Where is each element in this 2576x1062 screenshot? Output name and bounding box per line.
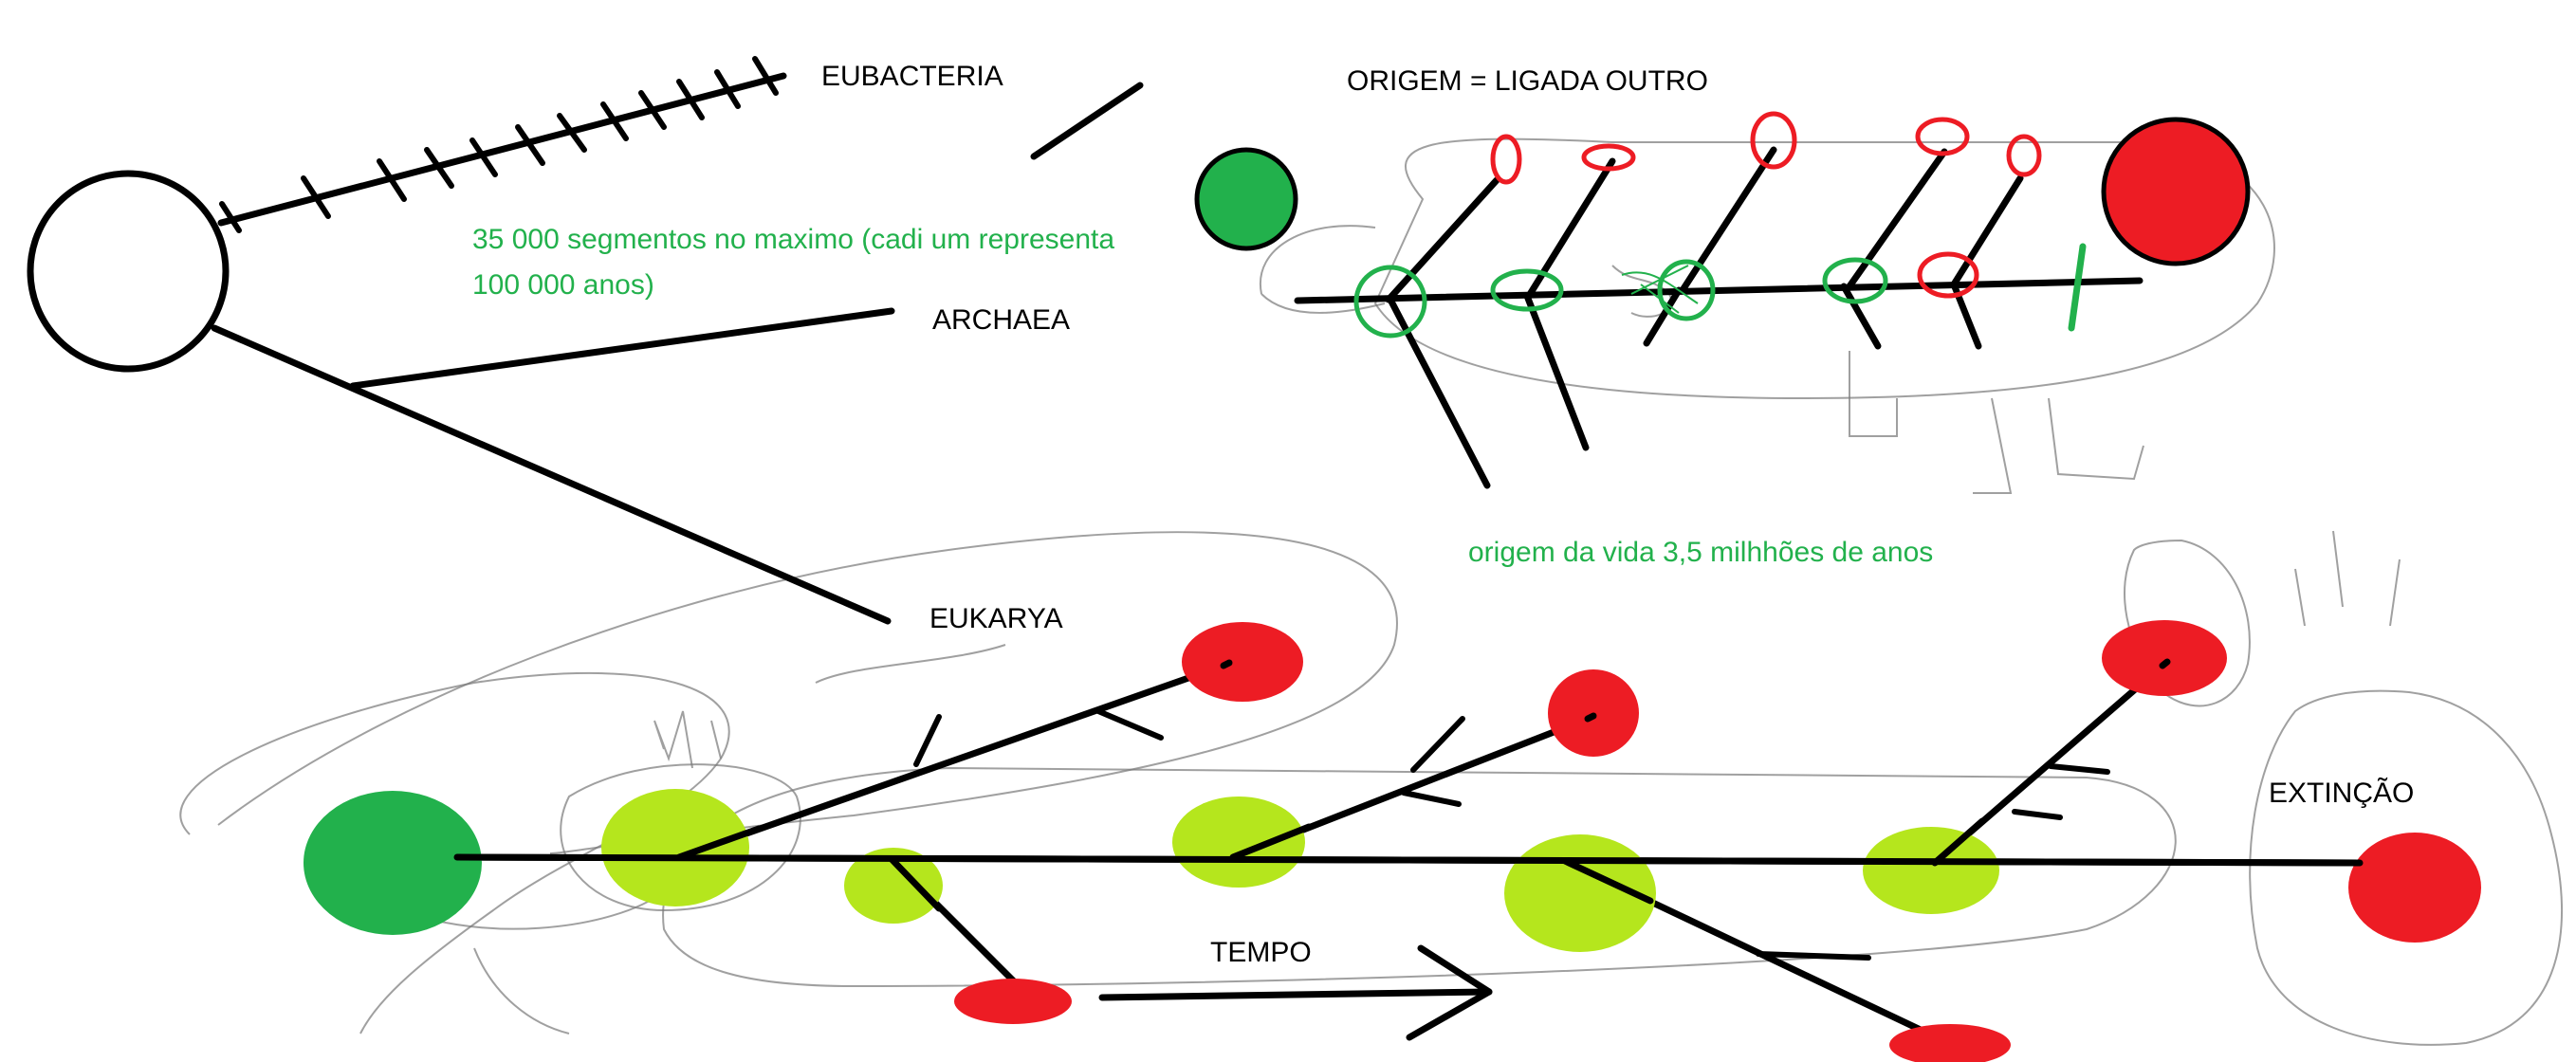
origin-node-rings <box>1353 257 1888 339</box>
eukarya-branch <box>211 324 892 625</box>
origin-title: ORIGEM = LIGADA OUTRO <box>1347 65 1708 97</box>
divider-stroke <box>1030 82 1144 160</box>
origin-end-dot <box>2101 117 2251 266</box>
timeline-axis-overlay <box>453 853 2364 867</box>
origin-extinction-rings <box>1490 111 2042 299</box>
extinction-label: EXTINÇÃO <box>2269 777 2414 809</box>
origin-start-dot <box>1194 147 1298 251</box>
eubacteria-branch <box>217 72 787 227</box>
life-origin-note: origem da vida 3,5 milhhões de anos <box>1468 537 1933 568</box>
time-arrow <box>1098 944 1493 1041</box>
timeline-branch-ticks <box>913 708 2110 961</box>
segments-note-line2: 100 000 anos) <box>472 269 654 301</box>
origin-lower-branches <box>1387 281 1982 489</box>
common-ancestor-circle <box>27 170 230 373</box>
tree-of-life: EUBACTERIA ARCHAEA EUKARYA 35 000 segmen… <box>27 56 1144 634</box>
origin-green-scribble <box>1621 265 1699 314</box>
pencil-scribbles <box>179 137 2564 1046</box>
origin-diagram: ORIGEM = LIGADA OUTRO <box>1194 65 2251 568</box>
origin-green-tick <box>2068 243 2087 332</box>
eubacteria-label: EUBACTERIA <box>821 61 1003 92</box>
timeline-branch-roots <box>675 817 1986 912</box>
archaea-branch <box>349 307 895 390</box>
evolution-timeline: TEMPO EXTINÇÃO <box>304 620 2481 1062</box>
time-label: TEMPO <box>1210 937 1312 968</box>
eubacteria-ticks <box>219 56 779 233</box>
timeline-tip-marks <box>1220 658 2171 723</box>
origin-main-line <box>1294 277 2144 304</box>
timeline-extinction-dot <box>2348 833 2481 943</box>
timeline-origin-dot <box>304 791 482 935</box>
origin-upper-branches <box>1385 146 2024 303</box>
segments-note-line1: 35 000 segmentos no maximo (cadi um repr… <box>472 224 1114 255</box>
eukarya-label: EUKARYA <box>929 603 1063 634</box>
archaea-label: ARCHAEA <box>932 304 1070 336</box>
